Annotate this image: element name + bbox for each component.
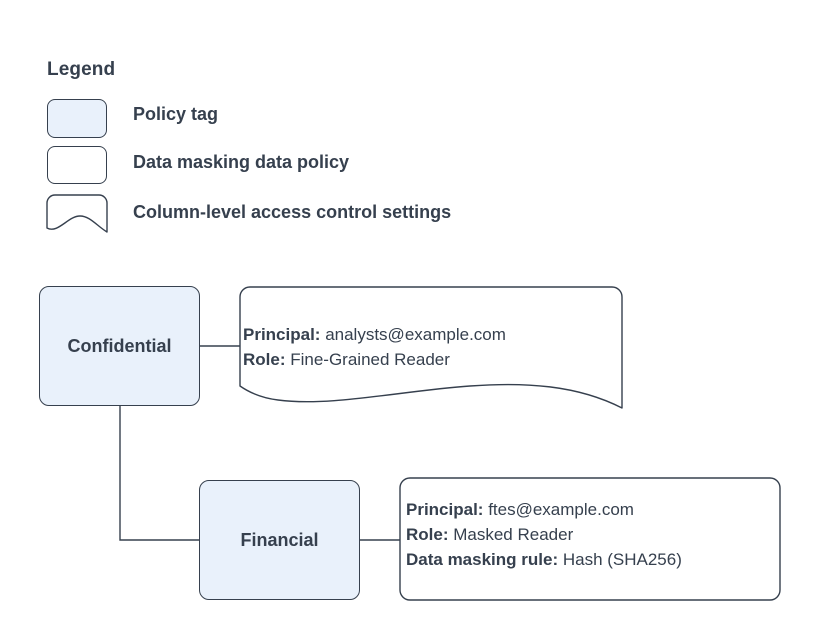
callout-line-value: Masked Reader — [448, 525, 574, 544]
callout-line-key: Principal: — [243, 325, 321, 344]
access-control-swatch-icon — [46, 194, 108, 233]
policy-tag-swatch-icon — [47, 99, 107, 138]
legend-item-policy-tag-label: Policy tag — [133, 104, 219, 124]
legend-title: Legend — [47, 59, 116, 80]
data-policy-swatch-icon — [47, 146, 107, 184]
callout-line-key: Principal: — [406, 500, 484, 519]
node-financial-label: Financial — [240, 529, 319, 550]
callout-line-value: Hash (SHA256) — [558, 550, 682, 569]
callout-line-value: ftes@example.com — [483, 500, 634, 519]
callout-line-key: Role: — [406, 525, 449, 544]
callout-financial-masking-shape — [399, 477, 781, 601]
node-financial[interactable]: Financial — [199, 480, 360, 600]
callout-line: Role: Fine-Grained Reader — [243, 347, 506, 372]
callout-line: Data masking rule: Hash (SHA256) — [406, 547, 682, 572]
legend-item-data-masking-policy-label: Data masking data policy — [133, 152, 350, 172]
callout-line: Principal: analysts@example.com — [243, 322, 506, 347]
callout-line: Role: Masked Reader — [406, 522, 682, 547]
callout-line-key: Data masking rule: — [406, 550, 559, 569]
callout-financial-masking-text: Principal: ftes@example.com Role: Masked… — [406, 497, 682, 572]
callout-line-value: Fine-Grained Reader — [285, 350, 450, 369]
access-control-swatch-slot — [47, 195, 107, 235]
callout-line-key: Role: — [243, 350, 286, 369]
callout-confidential-access-text: Principal: analysts@example.com Role: Fi… — [243, 322, 506, 372]
legend-item-column-access-control-label: Column-level access control settings — [133, 202, 452, 222]
connector-confidential-to-financial — [119, 406, 199, 541]
node-confidential[interactable]: Confidential — [39, 286, 200, 406]
callout-line-value: analysts@example.com — [320, 325, 506, 344]
node-confidential-label: Confidential — [67, 335, 172, 356]
callout-line: Principal: ftes@example.com — [406, 497, 682, 522]
callout-confidential-access-shape — [239, 286, 623, 409]
